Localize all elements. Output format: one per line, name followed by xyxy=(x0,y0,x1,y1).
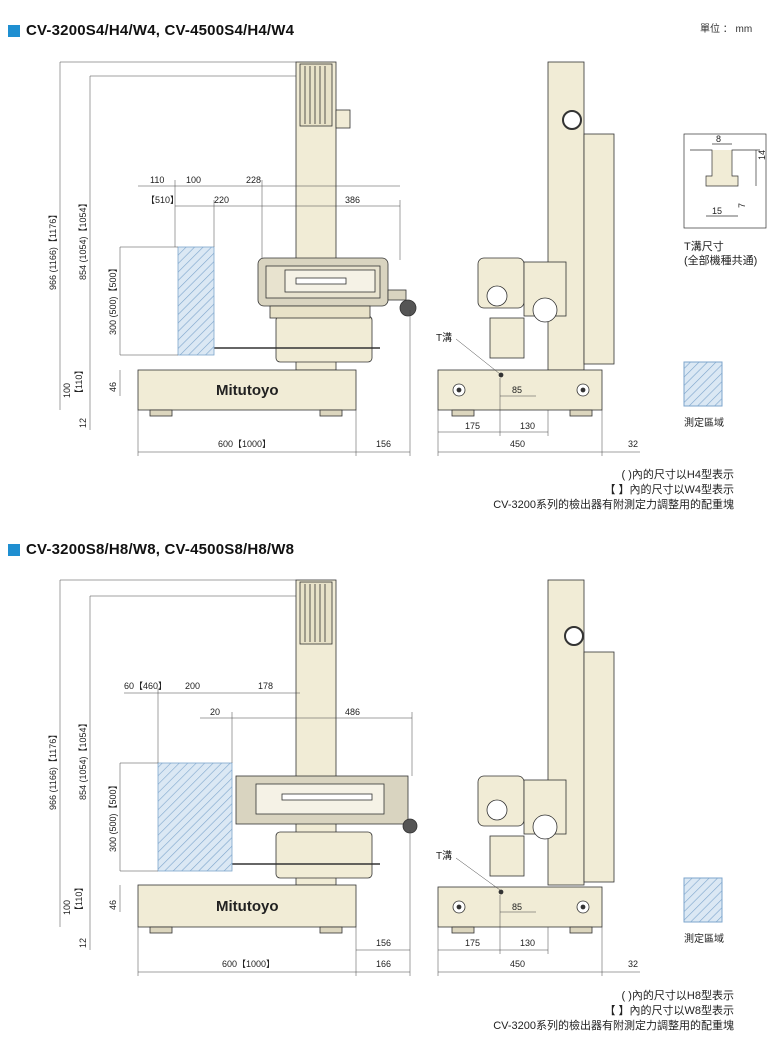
dim-510: 【510】 xyxy=(146,195,179,205)
dim-60: 60【460】 xyxy=(124,681,167,691)
dim-12: 12 xyxy=(78,418,88,428)
note-line: ( )內的尺寸以H4型表示 xyxy=(621,469,734,481)
tslot-label: T溝 xyxy=(436,849,452,862)
side-view-2 xyxy=(437,579,615,934)
dim-966: 966 (1166)【1176】 xyxy=(48,730,58,810)
title-square-icon xyxy=(8,543,20,556)
section-title-1: CV-3200S4/H4/W4, CV-4500S4/H4/W4 xyxy=(8,22,294,39)
dim-600: 600【1000】 xyxy=(222,959,275,969)
note-line: 【 】內的尺寸以W8型表示 xyxy=(604,1005,734,1017)
dim-300: 300 (500)【500】 xyxy=(108,780,118,852)
note-line: ( )內的尺寸以H8型表示 xyxy=(621,990,734,1002)
tslot-dim-8: 8 xyxy=(716,134,721,144)
dim-46: 46 xyxy=(108,900,118,910)
measuring-range xyxy=(177,246,215,356)
dim-600: 600【1000】 xyxy=(218,439,271,449)
side-dim-lines-1 xyxy=(437,338,640,456)
dim-20: 20 xyxy=(210,707,220,717)
note-line: 【 】內的尺寸以W4型表示 xyxy=(604,484,734,496)
dim-156: 156 xyxy=(376,938,391,948)
front-view-1 xyxy=(137,61,417,417)
dim-166: 166 xyxy=(376,959,391,969)
dim-386: 386 xyxy=(345,195,360,205)
dim-450: 450 xyxy=(510,959,525,969)
dim-300: 300 (500)【500】 xyxy=(108,263,118,335)
brand-logo: Mitutoyo xyxy=(216,898,278,915)
brand-logo: Mitutoyo xyxy=(216,382,278,399)
unit-label: 單位 ： mm xyxy=(700,24,753,35)
tslot-dim-14: 14 xyxy=(757,150,767,160)
dim-854: 854 (1054)【1054】 xyxy=(78,198,88,280)
tslot-label: T溝 xyxy=(436,331,452,344)
dim-lines-1 xyxy=(59,61,411,456)
dim-110-v: 【110】 xyxy=(74,883,84,915)
side-dim-lines-2 xyxy=(437,857,640,976)
tslot-dim-15: 15 xyxy=(712,206,722,216)
section-title-2: CV-3200S8/H8/W8, CV-4500S8/H8/W8 xyxy=(8,541,294,558)
legend-label: 測定區域 xyxy=(684,932,724,945)
dim-175: 175 xyxy=(465,938,480,948)
side-view-1 xyxy=(437,61,615,417)
dim-450: 450 xyxy=(510,439,525,449)
dim-110: 110 xyxy=(150,175,164,185)
note-line: CV-3200系列的檢出器有附測定力調整用的配重塊 xyxy=(493,1020,734,1032)
legend-swatch xyxy=(683,877,723,923)
tslot-dim-7: 7 xyxy=(737,203,747,208)
dim-200: 200 xyxy=(185,681,200,691)
dim-175: 175 xyxy=(465,421,480,431)
notes-2: ( )內的尺寸以H8型表示 【 】內的尺寸以W8型表示 CV-3200系列的檢出… xyxy=(493,989,734,1034)
dim-100-v: 100 xyxy=(62,383,72,398)
legend-swatch xyxy=(683,361,723,407)
base xyxy=(137,369,357,411)
dim-156: 156 xyxy=(376,439,391,449)
dim-486: 486 xyxy=(345,707,360,717)
dim-12: 12 xyxy=(78,938,88,948)
title-square-icon xyxy=(8,24,20,37)
dim-130: 130 xyxy=(520,421,535,431)
dim-85: 85 xyxy=(512,902,522,912)
dim-228: 228 xyxy=(246,175,261,185)
dim-178: 178 xyxy=(258,681,273,691)
tslot-caption: T溝尺寸 (全部機種共通) xyxy=(684,241,758,267)
dim-966: 966 (1166)【1176】 xyxy=(48,210,58,290)
note-line: CV-3200系列的檢出器有附測定力調整用的配重塊 xyxy=(493,499,734,511)
dim-32: 32 xyxy=(628,959,638,969)
dim-85: 85 xyxy=(512,385,522,395)
dim-854: 854 (1054)【1054】 xyxy=(78,718,88,800)
dim-220: 220 xyxy=(214,195,229,205)
dim-130: 130 xyxy=(520,938,535,948)
detector-holder xyxy=(275,315,373,363)
dim-100-v: 100 xyxy=(62,900,72,915)
dim-lines-2 xyxy=(59,579,413,976)
front-view-2 xyxy=(137,579,418,934)
legend-label: 測定區域 xyxy=(684,416,724,429)
dim-110-v: 【110】 xyxy=(74,366,84,398)
notes-1: ( )內的尺寸以H4型表示 【 】內的尺寸以W4型表示 CV-3200系列的檢出… xyxy=(493,468,734,513)
dim-100: 100 xyxy=(186,175,201,185)
dim-46: 46 xyxy=(108,382,118,392)
dim-32: 32 xyxy=(628,439,638,449)
tslot-detail xyxy=(683,133,767,229)
